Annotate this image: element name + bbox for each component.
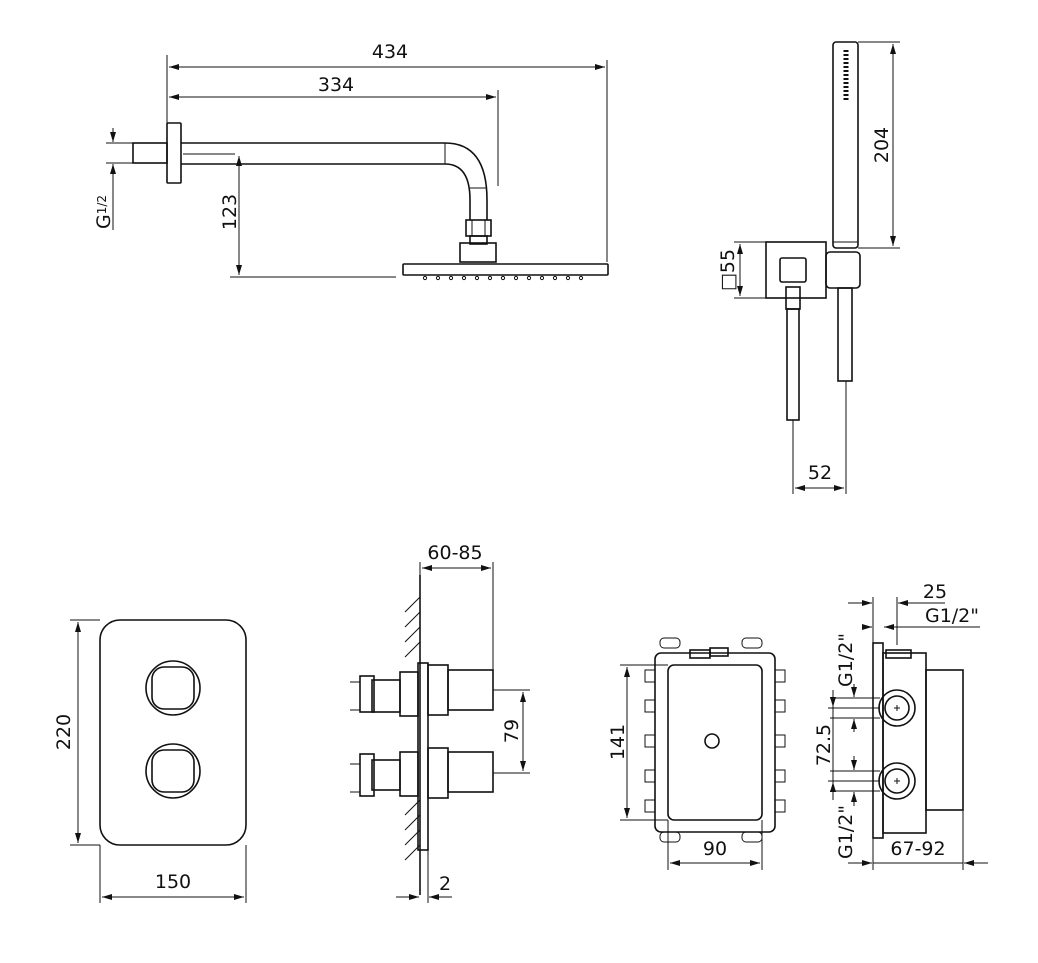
dim-label-67-92: 67-92 (890, 838, 945, 860)
dim-label-79: 79 (501, 719, 523, 743)
dim-label-434: 434 (372, 41, 408, 63)
dim-label-52: 52 (808, 462, 832, 484)
dim-label-334: 334 (318, 74, 354, 96)
hand-shower-view: 204 □55 52 (717, 41, 900, 494)
dim-label-72-5: 72.5 (813, 724, 835, 766)
dim-label-204: 204 (871, 127, 893, 163)
dim-label-90: 90 (703, 838, 727, 860)
upper-knob (145, 660, 201, 716)
dim-label-123: 123 (219, 194, 241, 230)
box-lugs (644, 637, 786, 843)
mounting-box-side-view: 25 G1/2" G1/2" 72.5 G1/2" 67-92 (813, 581, 988, 870)
dim-label-220: 220 (53, 714, 75, 750)
dim-label-g12-upper: G1/2" (835, 633, 857, 687)
wall-hatching (404, 596, 421, 861)
thermostat-plate-view: 220 150 (53, 619, 247, 903)
mounting-box-front-view: 141 90 (607, 637, 786, 870)
lower-knob (145, 743, 201, 799)
dim-label-2: 2 (439, 873, 451, 895)
dim-label-60-85: 60-85 (427, 542, 482, 564)
dim-label-g12-lower: G1/2" (835, 805, 857, 859)
dim-label-25: 25 (923, 581, 947, 603)
dim-label-55: □55 (717, 249, 739, 291)
overhead-shower-view: 434 334 123 G1/2 (93, 41, 609, 281)
dim-label-thread-g: G1/2 (93, 195, 115, 229)
dim-label-141: 141 (607, 724, 629, 760)
side-section-view: 60-85 79 2 (350, 542, 530, 903)
dim-label-150: 150 (155, 871, 191, 893)
nozzles (422, 275, 584, 281)
dim-label-g12-top: G1/2" (925, 605, 979, 627)
